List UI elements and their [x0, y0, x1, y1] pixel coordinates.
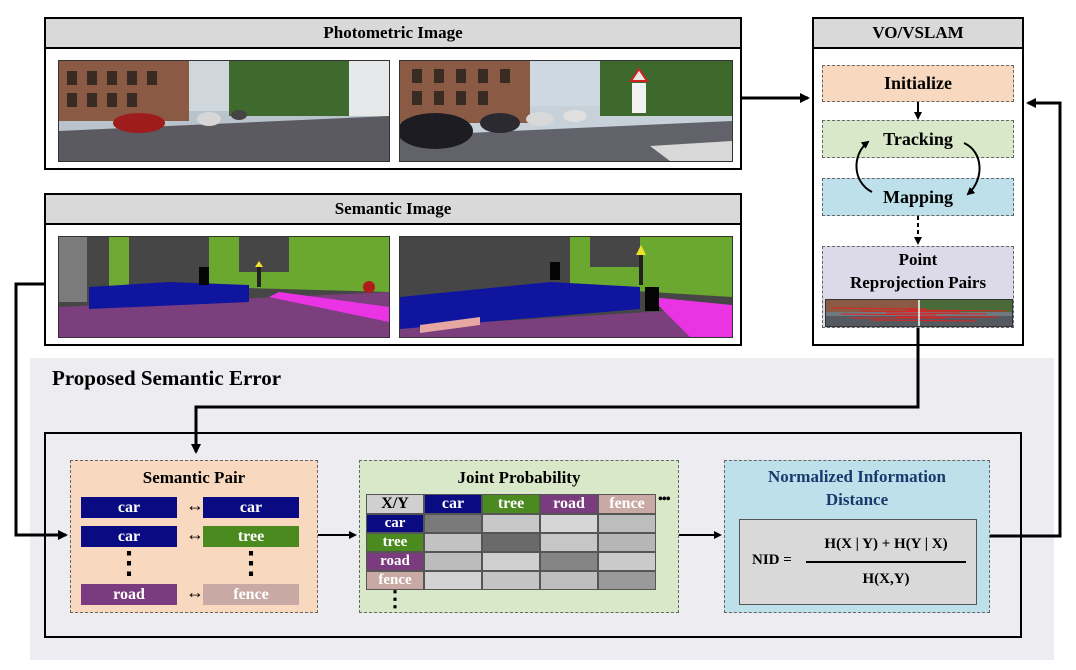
matrix-cell: [598, 571, 656, 590]
matrix-cell: [598, 514, 656, 533]
matrix-row-road: road: [366, 552, 424, 571]
nid-box: Normalized Information Distance NID = H(…: [724, 460, 990, 613]
semantic-pair-box: Semantic Pair car ↔ car car ↔ tree ⋮ ⋮ r…: [70, 460, 318, 613]
arrow-semantic-image-to-pair: [14, 282, 68, 540]
matrix-cell: [598, 552, 656, 571]
vslam-title: VO/VSLAM: [814, 19, 1022, 49]
matrix-cell: [424, 552, 482, 571]
pair-3-arrow: ↔: [186, 582, 204, 602]
matrix-cell: [482, 552, 540, 571]
pair-2-arrow: ↔: [186, 524, 204, 544]
matrix-col-fence: fence: [598, 494, 656, 514]
matrix-col-road: road: [540, 494, 598, 514]
initialize-step: Initialize: [822, 65, 1014, 102]
semantic-pair-title: Semantic Pair: [142, 468, 246, 487]
matrix-cell: [598, 533, 656, 552]
joint-probability-title: Joint Probability: [457, 468, 581, 487]
matrix-cell: [482, 533, 540, 552]
matrix-corner: X/Y: [366, 494, 424, 514]
joint-probability-box: Joint Probability X/Y car tree road fenc…: [359, 460, 679, 613]
matrix-col-car: car: [424, 494, 482, 514]
photometric-image-panel: Photometric Image: [44, 17, 742, 170]
matrix-cell: [424, 533, 482, 552]
matrix-row-ellipsis: ⋮: [384, 586, 406, 611]
reprojection-thumbnail: [825, 299, 1013, 327]
semantic-image-left: [58, 236, 390, 338]
matrix-cell: [540, 552, 598, 571]
pair-1-arrow: ↔: [186, 495, 204, 515]
nid-lhs: NID =: [752, 552, 792, 568]
matrix-cell: [482, 571, 540, 590]
photometric-image-title: Photometric Image: [46, 19, 740, 49]
pair-3-right: fence: [203, 584, 299, 605]
tracking-step: Tracking: [822, 120, 1014, 158]
arrow-nid-to-vslam: [990, 98, 1062, 538]
mapping-step: Mapping: [822, 178, 1014, 216]
matrix-cell: [482, 514, 540, 533]
matrix-cell: [424, 571, 482, 590]
semantic-image-title: Semantic Image: [46, 195, 740, 225]
nid-title-line2: Distance: [825, 490, 889, 509]
matrix-col-tree: tree: [482, 494, 540, 514]
nid-numerator: H(X | Y) + H(Y | X): [824, 536, 948, 552]
matrix-row-tree: tree: [366, 533, 424, 552]
reprojection-label-line2: Reprojection Pairs: [849, 273, 987, 292]
photometric-image-right: [399, 60, 733, 162]
pair-ellipsis-left: ⋮: [114, 547, 144, 580]
nid-formula-box: NID = H(X | Y) + H(Y | X) H(X,Y): [739, 519, 977, 605]
pair-ellipsis-right: ⋮: [236, 547, 266, 580]
semantic-image-right: [399, 236, 733, 338]
pair-2-left: car: [81, 526, 177, 547]
nid-denominator: H(X,Y): [862, 571, 910, 587]
matrix-cell: [540, 533, 598, 552]
nid-title-line1: Normalized Information: [767, 467, 946, 486]
pair-1-right: car: [203, 497, 299, 518]
photometric-image-left: [58, 60, 390, 162]
matrix-cell: [540, 571, 598, 590]
matrix-col-ellipsis: •••: [658, 492, 671, 507]
matrix-row-fence: fence: [366, 571, 424, 590]
arrow-reprojection-to-pair: [191, 328, 920, 454]
pair-1-left: car: [81, 497, 177, 518]
semantic-error-title: Proposed Semantic Error: [52, 366, 282, 390]
pair-3-left: road: [81, 584, 177, 605]
reprojection-pairs-box: Point Reprojection Pairs: [822, 246, 1014, 328]
nid-fraction-bar: [806, 561, 966, 563]
semantic-image-panel: Semantic Image: [44, 193, 742, 346]
matrix-row-car: car: [366, 514, 424, 533]
matrix-cell: [424, 514, 482, 533]
arrow-tracking-to-mapping: [963, 142, 981, 196]
matrix-cell: [540, 514, 598, 533]
arrow-mapping-to-tracking: [855, 140, 873, 193]
reprojection-label-line1: Point: [898, 250, 938, 269]
pair-2-right: tree: [203, 526, 299, 547]
